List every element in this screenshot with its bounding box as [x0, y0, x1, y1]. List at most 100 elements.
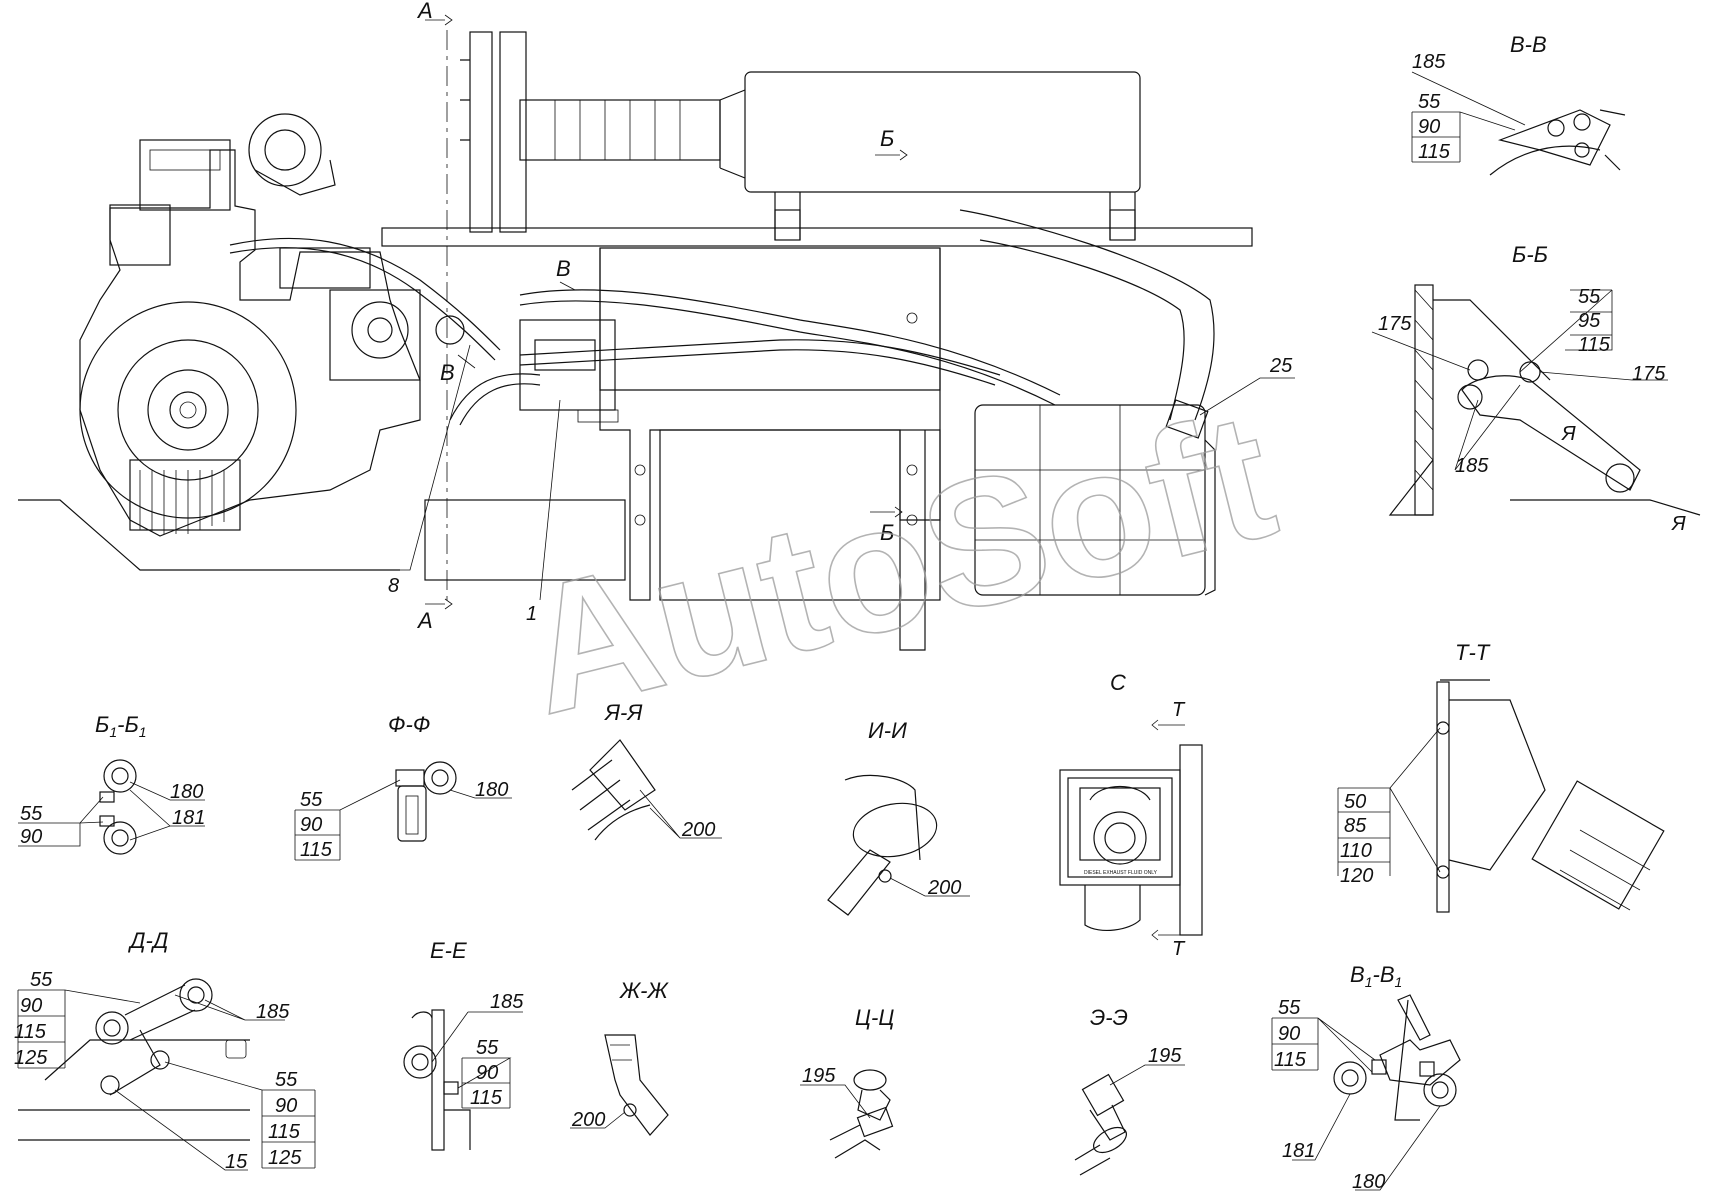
engine-outline [79, 149, 421, 537]
section-mark-v: В В [440, 256, 576, 385]
callout-label: И-И [868, 718, 907, 743]
callout-label: 90 [476, 1062, 498, 1084]
turbocharger [248, 113, 322, 187]
callout-label: Ц-Ц [855, 1005, 894, 1030]
callout-label: 180 [475, 779, 508, 801]
callout-label: А [416, 0, 433, 23]
section-mark-b: Б Б [870, 126, 908, 545]
hose-bundle [519, 289, 1061, 396]
callout-label: 200 [571, 1109, 605, 1131]
callout-label: Б-Б [1512, 242, 1548, 267]
callout-label: Е-Е [430, 938, 467, 963]
dosing-module [519, 319, 616, 411]
callout-label: 50 [1344, 791, 1366, 813]
callout-label: Б [880, 520, 894, 545]
callout-label: Я-Я [604, 700, 643, 725]
callout-label: 55 [1578, 286, 1601, 308]
callout-label: 185 [256, 1001, 290, 1023]
callout-label: 115 [470, 1087, 503, 1109]
main-assembly-view: А А Б Б В В 25 8 1 [18, 0, 1295, 651]
callout-label: Д-Д [127, 928, 168, 953]
callout-label: А [416, 608, 433, 633]
callout-label: 90 [1418, 116, 1440, 138]
callout-label: 185 [1412, 51, 1446, 73]
callout-label: Б [880, 126, 894, 151]
callout-label: 115 [1418, 141, 1451, 163]
callout-label: 115 [1274, 1049, 1307, 1071]
exhaust-silencer [744, 71, 1141, 193]
callout-label: 181 [172, 807, 205, 829]
callout-label: 85 [1344, 815, 1367, 837]
callout-label: 55 [275, 1069, 298, 1091]
callout-label: 55 [1278, 997, 1301, 1019]
callout-label: 175 [1632, 363, 1666, 385]
view-c: С Т Т DIESEL EXHAUST FLUID ONLY [1059, 670, 1203, 960]
callout-label: 180 [170, 781, 203, 803]
callout-label: 200 [927, 877, 961, 899]
callout-label: 120 [1340, 865, 1373, 887]
callout-label: 1 [526, 603, 537, 625]
callout-label: 95 [1578, 310, 1601, 332]
callout-label: 90 [20, 995, 42, 1017]
callout-label: 25 [1269, 355, 1293, 377]
callout-label: 8 [388, 575, 399, 597]
callout-label: 181 [1282, 1140, 1315, 1162]
view-b1-b1: Б1-Б1 55 90 180 181 [18, 712, 205, 855]
callout-label: 115 [300, 839, 333, 861]
callout-label: В [556, 256, 571, 281]
callout-label: Б1-Б1 [95, 712, 147, 740]
callout-label: 125 [268, 1147, 302, 1169]
callout-label: Т-Т [1455, 640, 1491, 665]
callout-label: Э-Э [1090, 1005, 1128, 1030]
view-i-i: И-И 200 [827, 718, 970, 916]
callout-label: 15 [225, 1151, 248, 1173]
callout-label: Т [1172, 699, 1186, 721]
callout-label: 195 [1148, 1045, 1182, 1067]
callout-label: 195 [802, 1065, 836, 1087]
callout-label: 90 [20, 826, 42, 848]
callout-25: 25 [1199, 355, 1295, 416]
view-b-b: Б-Б 175 55 95 115 175 185 Я Я [1371, 242, 1701, 535]
def-plate-label: DIESEL EXHAUST FLUID ONLY [1084, 870, 1158, 876]
callout-1: 1 [526, 399, 561, 625]
callout-label: Т [1172, 938, 1186, 960]
view-v-v: В-В 185 55 90 115 [1411, 32, 1626, 176]
callout-label: 90 [1278, 1023, 1300, 1045]
callout-label: 55 [300, 789, 323, 811]
callout-label: 55 [30, 969, 53, 991]
callout-label: 115 [14, 1021, 47, 1043]
callout-label: 110 [1340, 840, 1372, 862]
callout-label: 90 [275, 1095, 297, 1117]
view-v1-v1: В1-В1 55 90 115 181 180 [1271, 962, 1461, 1193]
view-title: В-В [1510, 32, 1547, 57]
exhaust-pipe [959, 209, 1215, 421]
def-tank [974, 404, 1206, 596]
watermark: AutoSoft [506, 374, 1292, 753]
callout-8: 8 [388, 344, 471, 597]
section-mark-a: А А [416, 0, 453, 633]
callout-label: В1-В1 [1350, 962, 1402, 990]
callout-label: Я [1671, 513, 1686, 535]
view-zh-zh: Ж-Ж 200 [570, 978, 670, 1136]
view-t-t: Т-Т 50 85 110 120 [1337, 640, 1665, 913]
callout-label: 55 [476, 1037, 499, 1059]
frame-rail [381, 227, 1253, 247]
view-ya-ya: Я-Я 200 [571, 700, 722, 841]
callout-label: С [1110, 670, 1126, 695]
view-e2-e2: Э-Э 195 [1074, 1005, 1185, 1176]
callout-label: Я [1561, 423, 1576, 445]
view-f-f: Ф-Ф 180 55 90 115 [294, 712, 512, 861]
callout-label: В [440, 360, 455, 385]
callout-label: 55 [20, 803, 43, 825]
callout-label: 185 [490, 991, 524, 1013]
callout-label: Ж-Ж [619, 978, 670, 1003]
callout-label: 180 [1352, 1171, 1385, 1193]
callout-label: 90 [300, 814, 322, 836]
view-e-e: Е-Е 185 55 90 115 [403, 938, 524, 1151]
callout-label: 175 [1378, 313, 1412, 335]
callout-label: 115 [1578, 334, 1611, 356]
callout-label: 200 [681, 819, 715, 841]
view-d-d: Д-Д 55 90 115 125 185 55 90 115 125 15 [14, 928, 316, 1173]
view-ts-ts: Ц-Ц 195 [800, 1005, 894, 1159]
